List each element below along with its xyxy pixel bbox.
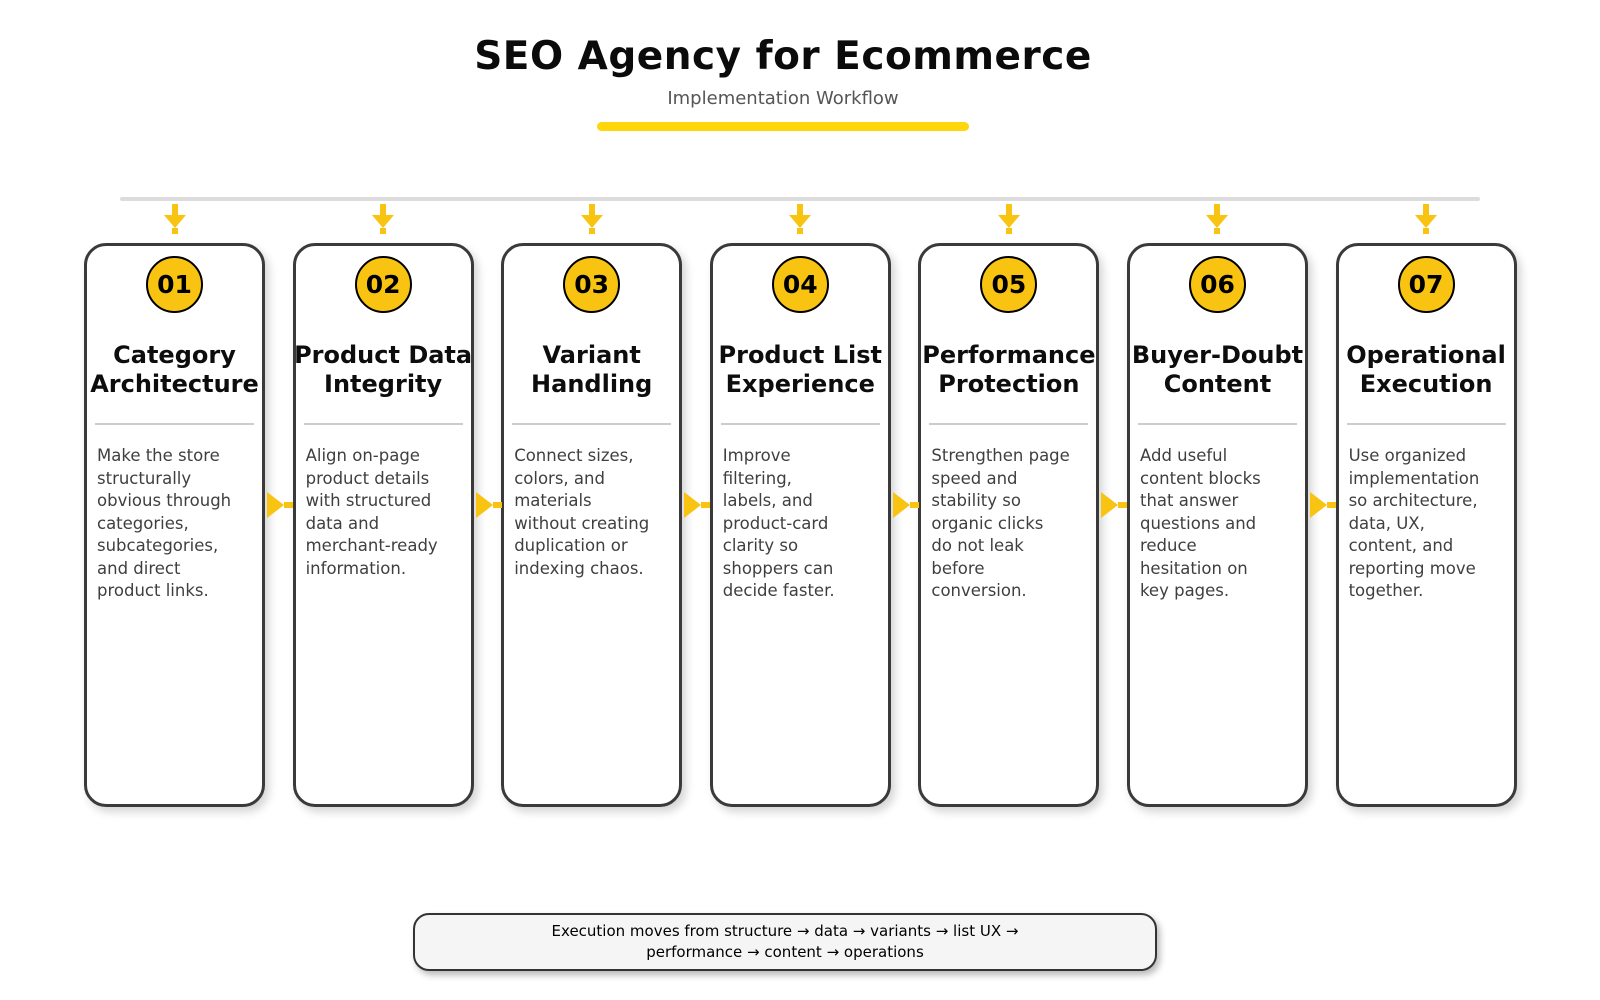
- step-description: Use organized implementation so architec…: [1348, 446, 1480, 600]
- down-arrow-icon: [162, 204, 188, 234]
- step-number-badge: 06: [1188, 256, 1246, 313]
- title-underline: [597, 122, 969, 131]
- step-title: Product List Experience: [718, 341, 883, 398]
- step-description: Strengthen page speed and stability so o…: [931, 446, 1070, 600]
- step-description: Connect sizes, colors, and materials wit…: [514, 446, 650, 578]
- step-description: Add useful content blocks that answer qu…: [1139, 446, 1261, 600]
- workflow-step: 07 Operational Execution Use organized i…: [1335, 204, 1517, 807]
- flow-arrow-icon: [891, 490, 921, 520]
- step-number-badge: 03: [563, 256, 621, 313]
- flow-arrow-icon: [1099, 490, 1129, 520]
- flow-arrow-icon: [474, 490, 504, 520]
- step-title: Performance Protection: [922, 341, 1096, 398]
- workflow-step: 03 Variant Handling Connect sizes, color…: [501, 204, 711, 807]
- down-arrow-icon: [370, 204, 396, 234]
- divider: [512, 423, 672, 425]
- down-arrow-icon: [579, 204, 605, 234]
- flow-arrow-icon: [265, 490, 295, 520]
- step-title: Operational Execution: [1346, 341, 1506, 398]
- step-card: 07 Operational Execution Use organized i…: [1335, 243, 1517, 807]
- step-number-badge: 07: [1397, 256, 1455, 313]
- connector-line: [120, 197, 1480, 201]
- step-number-badge: 02: [354, 256, 412, 313]
- step-number: 03: [574, 270, 610, 299]
- flow-arrow-icon: [682, 490, 712, 520]
- step-title: Variant Handling: [531, 341, 653, 398]
- page-subtitle: Implementation Workflow: [667, 88, 899, 109]
- header: SEO Agency for Ecommerce Implementation …: [0, 0, 1566, 131]
- workflow-step: 06 Buyer-Doubt Content Add useful conten…: [1126, 204, 1336, 807]
- step-card: 05 Performance Protection Strengthen pag…: [918, 243, 1100, 807]
- down-arrow-icon: [1204, 204, 1230, 234]
- step-number: 02: [365, 270, 401, 299]
- step-number-badge: 05: [980, 256, 1038, 313]
- down-arrow-icon: [1413, 204, 1439, 234]
- step-description: Improve filtering, labels, and product-c…: [722, 446, 835, 600]
- step-card: 04 Product List Experience Improve filte…: [709, 243, 891, 807]
- step-card: 06 Buyer-Doubt Content Add useful conten…: [1126, 243, 1308, 807]
- step-title: Buyer-Doubt Content: [1131, 341, 1304, 398]
- step-number: 06: [1200, 270, 1235, 299]
- divider: [1346, 423, 1506, 425]
- workflow-steps: 01 Category Architecture Make the store …: [84, 204, 1517, 807]
- workflow-step: 05 Performance Protection Strengthen pag…: [918, 204, 1128, 807]
- step-title: Product Data Integrity: [294, 341, 473, 398]
- step-number: 04: [782, 270, 818, 299]
- workflow-step: 01 Category Architecture Make the store …: [84, 204, 293, 807]
- workflow-step: 02 Product Data Integrity Align on-page …: [292, 204, 502, 807]
- divider: [1137, 423, 1297, 425]
- footer-note: Execution moves from structure → data → …: [413, 913, 1157, 971]
- step-card: 02 Product Data Integrity Align on-page …: [292, 243, 474, 807]
- down-arrow-icon: [787, 204, 813, 234]
- step-number-badge: 01: [146, 256, 203, 313]
- divider: [720, 423, 880, 425]
- down-arrow-icon: [996, 204, 1022, 234]
- flow-arrow-icon: [1308, 490, 1338, 520]
- step-number: 01: [157, 270, 192, 299]
- page-title: SEO Agency for Ecommerce: [474, 34, 1092, 79]
- step-title: Category Architecture: [90, 341, 259, 398]
- step-description: Make the store structurally obvious thro…: [97, 446, 232, 600]
- footer-note-text: Execution moves from structure → data → …: [551, 922, 1019, 961]
- divider: [303, 423, 463, 425]
- step-description: Align on-page product details with struc…: [305, 446, 438, 578]
- step-card: 01 Category Architecture Make the store …: [84, 243, 265, 807]
- step-number: 07: [1408, 270, 1444, 299]
- step-card: 03 Variant Handling Connect sizes, color…: [501, 243, 683, 807]
- divider: [929, 423, 1089, 425]
- divider: [95, 423, 254, 425]
- step-number: 05: [991, 270, 1027, 299]
- step-number-badge: 04: [771, 256, 829, 313]
- workflow-step: 04 Product List Experience Improve filte…: [709, 204, 919, 807]
